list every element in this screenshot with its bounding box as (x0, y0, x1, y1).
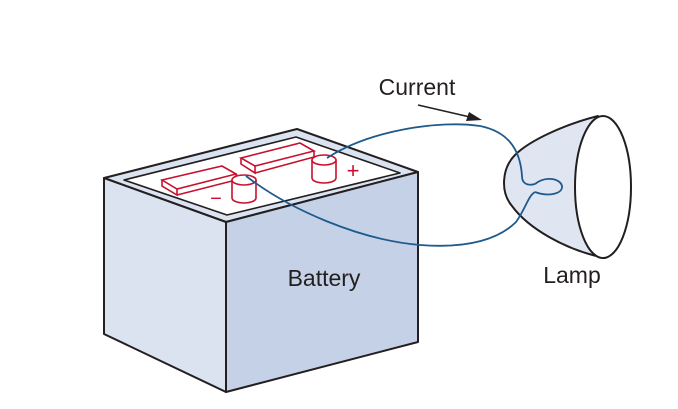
lamp-reflector-rim (574, 115, 632, 259)
battery-side-face (225, 171, 419, 393)
battery-terminals (159, 142, 337, 204)
current-label: Current (379, 74, 456, 100)
battery: Battery (103, 128, 419, 393)
lamp-filament (534, 178, 563, 196)
current-arrow-shaft (417, 104, 471, 118)
negative-sign: − (210, 188, 222, 210)
lamp-label: Lamp (543, 262, 601, 288)
positive-post (311, 154, 337, 184)
negative-post (231, 174, 257, 204)
current-annotation: Current (379, 74, 482, 121)
circuit-wires (245, 123, 563, 247)
positive-terminal-bar (238, 142, 317, 175)
current-arrow-icon (466, 112, 482, 121)
wire-negative (245, 175, 536, 247)
positive-sign: + (347, 158, 360, 183)
battery-label: Battery (288, 265, 361, 291)
wire-positive (326, 123, 536, 186)
lamp: Lamp (503, 115, 632, 288)
